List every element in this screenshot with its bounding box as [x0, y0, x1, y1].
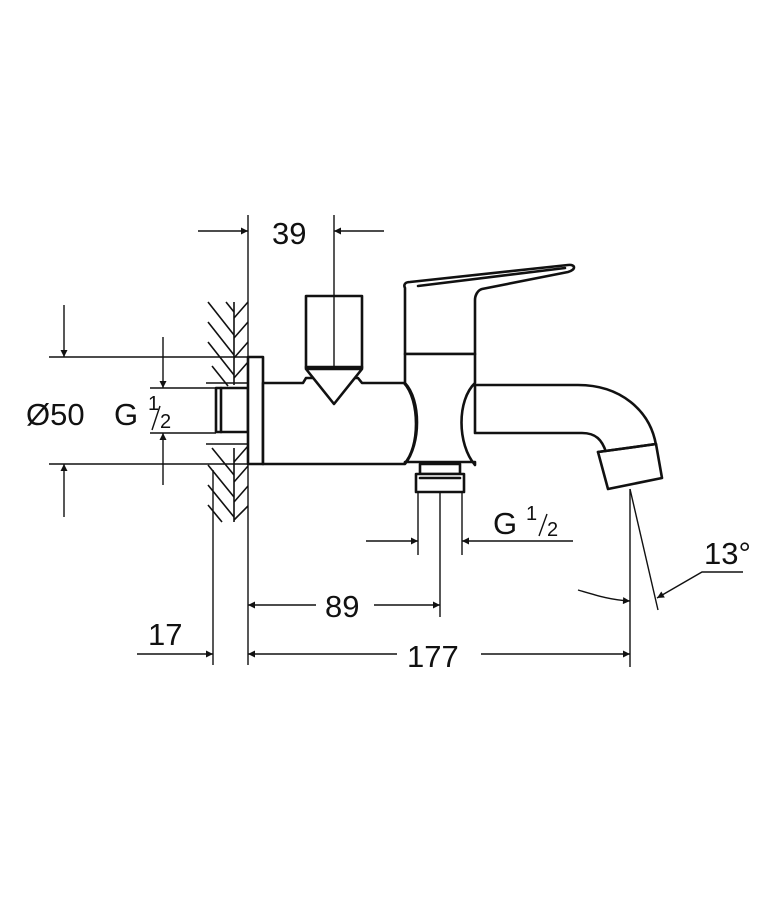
svg-text:177: 177	[407, 639, 459, 674]
svg-text:2: 2	[160, 411, 171, 433]
faucet-body	[214, 263, 664, 494]
svg-text:2: 2	[547, 519, 558, 541]
svg-text:13°: 13°	[704, 536, 751, 571]
dimension-177: 177	[248, 489, 631, 674]
dimension-angle-13: 13°	[577, 488, 751, 611]
lever-handle	[403, 263, 576, 356]
spout	[473, 383, 658, 454]
wall-rosette	[246, 355, 265, 466]
valve-cone	[304, 367, 364, 406]
dimension-wall-thread: G 1 2	[114, 337, 216, 485]
dim-diameter-label: Ø50	[26, 397, 85, 432]
wall-hatch	[206, 215, 249, 665]
dimension-17: 17	[137, 617, 213, 658]
mixer-column	[403, 352, 477, 467]
svg-text:1: 1	[526, 503, 537, 525]
dimension-outlet-thread: G 1 2	[366, 492, 573, 617]
dimension-diameter-50: Ø50	[26, 305, 248, 517]
svg-text:G: G	[114, 397, 138, 432]
svg-text:17: 17	[148, 617, 182, 652]
dimension-39: 39	[198, 215, 384, 368]
svg-text:89: 89	[325, 589, 359, 624]
svg-text:1: 1	[148, 393, 159, 415]
dim-39-label: 39	[272, 216, 306, 251]
svg-text:G: G	[493, 506, 517, 541]
dimension-89: 89	[248, 589, 440, 624]
